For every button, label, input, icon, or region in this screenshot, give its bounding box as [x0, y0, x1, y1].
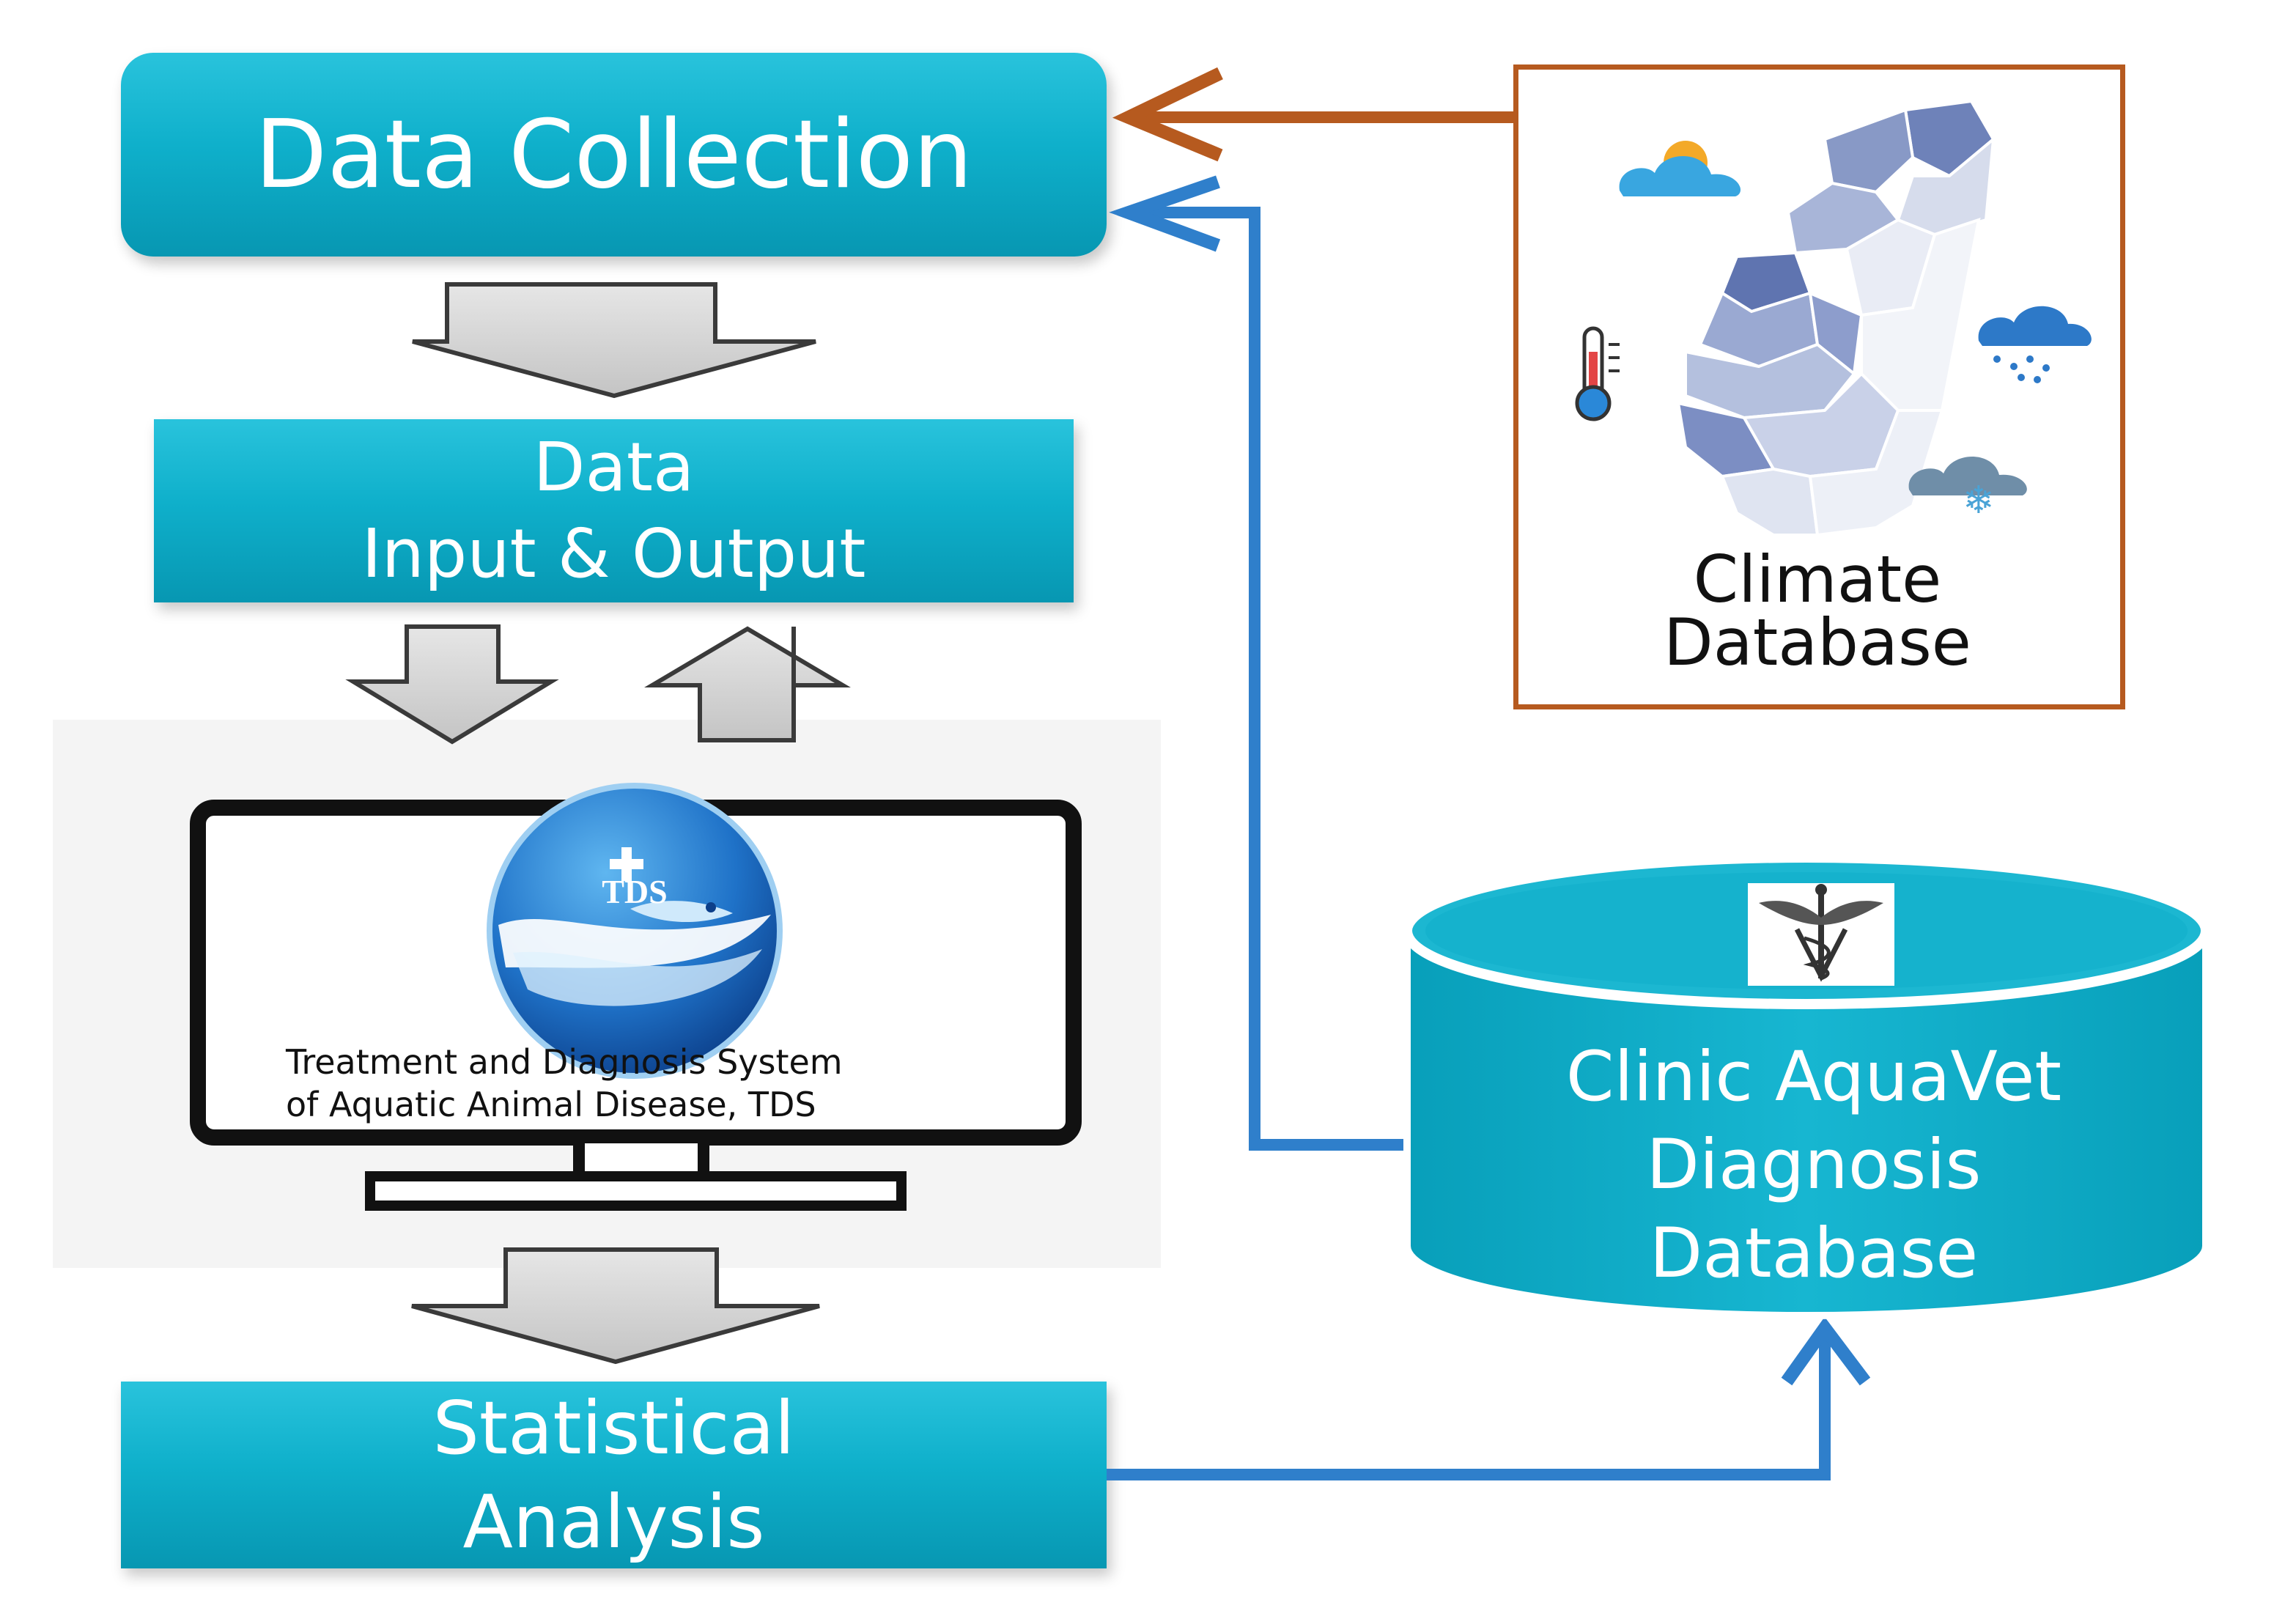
- snow-cloud-icon: ❄: [1908, 456, 2027, 523]
- analysis-feed-arrow: [1107, 1328, 1831, 1480]
- rain-cloud-icon: [1978, 306, 2092, 383]
- clinic-database-label: Clinic AquaVet Diagnosis Database: [1433, 1033, 2195, 1298]
- clinic-feed-arrow: [1129, 207, 1418, 1151]
- clinic-label-line-3: Database: [1649, 1213, 1979, 1294]
- analysis-arrowhead: [1781, 1316, 1871, 1386]
- data-collection-label: Data Collection: [254, 100, 973, 210]
- clinic-label-line-2: Diagnosis: [1646, 1125, 1982, 1206]
- input-output-label-line-1: Data: [533, 428, 695, 507]
- taiwan-map-icon: [1676, 99, 1996, 537]
- sun-cloud-icon: [1619, 141, 1741, 196]
- arrow-up-icon: [644, 626, 851, 742]
- clinic-arrowhead: [1109, 175, 1221, 252]
- thermometer-icon: [1575, 326, 1620, 421]
- arrow-down-icon: [345, 624, 559, 745]
- caduceus-icon: [1748, 883, 1894, 986]
- data-collection-box: Data Collection: [121, 53, 1107, 257]
- data-input-output-box: Data Input & Output: [154, 419, 1074, 602]
- climate-database-label: Climate Database: [1532, 542, 2103, 681]
- fish-logo-icon: TDS: [487, 783, 783, 1079]
- climate-arrowhead: [1112, 67, 1223, 162]
- climate-label-line-2: Database: [1664, 605, 1971, 681]
- monitor-base: [365, 1171, 907, 1211]
- statistical-label-line-2: Analysis: [462, 1478, 765, 1565]
- climate-label-line-1: Climate: [1693, 542, 1942, 617]
- statistical-analysis-box: Statistical Analysis: [121, 1382, 1107, 1568]
- tds-caption-line-2: of Aquatic Animal Disease, TDS: [286, 1085, 816, 1125]
- logo-text: TDS: [602, 873, 667, 910]
- tds-system-caption: Treatment and Diagnosis System of Aquati…: [286, 1041, 1004, 1126]
- svg-text:❄: ❄: [1963, 479, 1995, 523]
- clinic-label-line-1: Clinic AquaVet: [1565, 1037, 2062, 1117]
- arrow-down-icon: [412, 282, 816, 399]
- input-output-label-line-2: Input & Output: [361, 515, 866, 593]
- arrow-down-icon: [411, 1247, 820, 1365]
- statistical-label-line-1: Statistical: [432, 1384, 795, 1471]
- tds-caption-line-1: Treatment and Diagnosis System: [286, 1042, 843, 1082]
